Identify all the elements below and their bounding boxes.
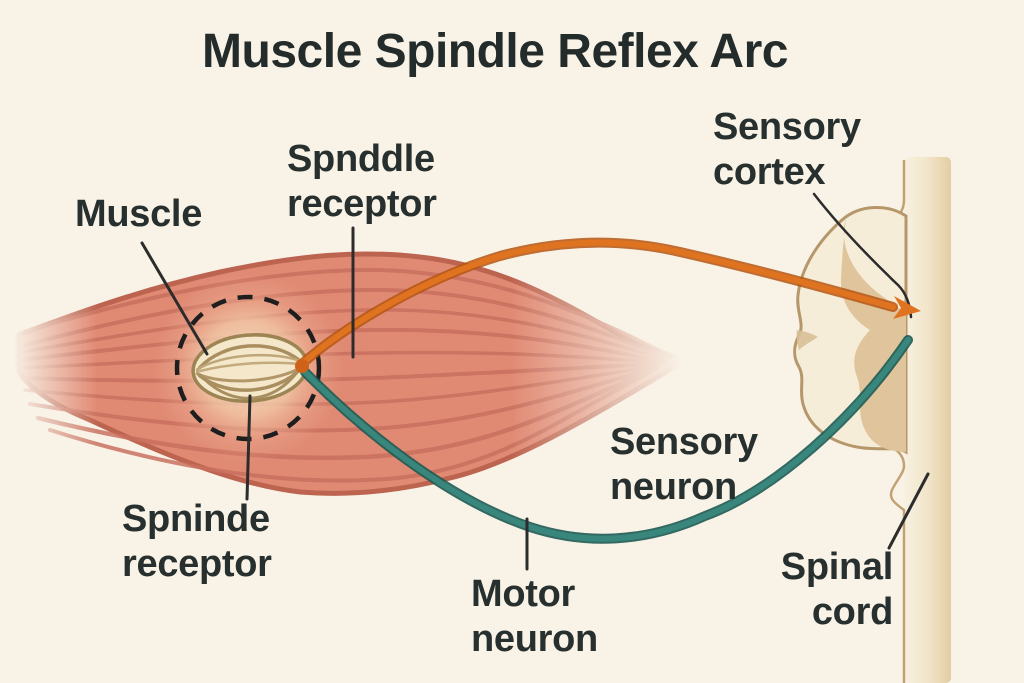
muscle-label: Muscle <box>75 193 203 235</box>
sensory-neuron-label: Sensory neuron <box>610 421 758 508</box>
spindle-receptor-bottom-label: Spninde receptor <box>122 498 272 585</box>
spindle-receptor-top-label: Spnddle receptor <box>287 138 437 225</box>
sensory-neuron-arrowhead <box>893 296 921 319</box>
spindle-bottom-leader-line <box>245 394 252 501</box>
sensory-cortex-leader-line <box>812 192 913 319</box>
sensory-neuron-path <box>300 239 896 366</box>
diagram-title: Muscle Spindle Reflex Arc <box>202 25 788 78</box>
muscle-striations <box>18 267 672 483</box>
sensory-neuron-ending-bulb <box>295 359 309 373</box>
motor-neuron-label: Motor neuron <box>471 573 598 660</box>
spinal-cord-band <box>904 157 951 683</box>
spindle-capsule-group <box>191 333 309 403</box>
sensory-cortex-label: Sensory cortex <box>713 106 861 193</box>
spinal-cord-band-edge-bottom <box>889 446 906 683</box>
muscle-leader-line <box>140 241 209 356</box>
leader-lines <box>140 192 930 571</box>
spinal-cord-notch-shading <box>796 330 818 350</box>
spinal-cord-gray-matter <box>840 218 906 452</box>
spinal-cord-label: Spinal cord <box>780 546 894 633</box>
spinal-cord-leader-line <box>887 472 930 550</box>
spindle-intrafusal-fibers <box>195 344 305 400</box>
motor-neuron-path <box>302 337 911 542</box>
